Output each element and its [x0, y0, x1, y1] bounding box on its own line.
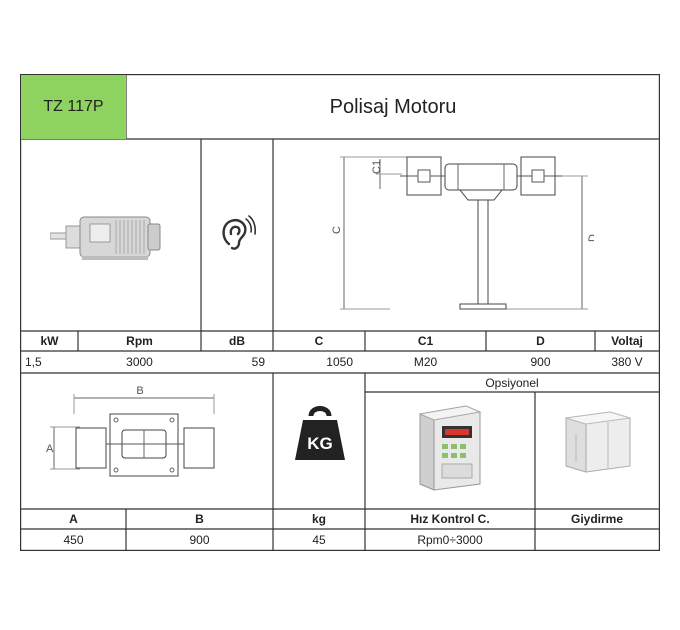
motor-icon: [50, 216, 161, 260]
spec-header-giydirme: Giydirme: [570, 512, 624, 526]
spec-sheet: TZ 117P Polisaj Motoru: [20, 74, 660, 551]
optional-label: Opsiyonel: [485, 375, 539, 390]
enclosure-cabinet-icon: [565, 411, 631, 473]
spec-value-voltaj: 380 V: [611, 355, 643, 369]
weight-icon-label: KG: [307, 434, 333, 453]
spec-header-c1: C1: [417, 334, 434, 348]
dim-label-d: D: [587, 234, 594, 242]
spec-value-kg: 45: [312, 532, 326, 547]
spec-header-b: B: [195, 512, 204, 526]
speed-controller-icon: [418, 405, 482, 491]
spec-header-speed-control: Hız Kontrol C.: [410, 512, 490, 526]
spec-header-voltaj: Voltaj: [611, 334, 643, 348]
model-code: TZ 117P: [21, 75, 126, 139]
dim-label-a: A: [46, 443, 54, 455]
table-grid: [20, 74, 660, 551]
spec-value-kw: 1,5: [25, 355, 42, 369]
spec-value-c1: M20: [413, 355, 438, 369]
dim-label-c: C: [331, 226, 343, 234]
spec-value-b: 900: [189, 532, 210, 547]
ear-icon: [222, 215, 257, 250]
spec-value-d: 900: [530, 355, 551, 369]
spec-header-c: C: [314, 334, 324, 348]
spec-header-d: D: [536, 334, 545, 348]
spec-value-c: 1050: [326, 355, 353, 369]
spec-value-rpm: 3000: [126, 355, 153, 369]
polishing-machine-side-diagram: C C1 D: [331, 156, 594, 310]
spec-header-db: dB: [229, 334, 245, 348]
spec-header-kg: kg: [311, 512, 326, 526]
page-title: Polisaj Motoru: [329, 95, 457, 118]
dim-label-b: B: [136, 385, 143, 397]
spec-header-rpm: Rpm: [126, 334, 153, 348]
spec-value-a: 450: [63, 532, 84, 547]
spec-header-kw: kW: [40, 334, 59, 348]
polishing-machine-top-diagram: B A: [46, 385, 215, 477]
spec-value-speed-control: Rpm0÷3000: [417, 532, 483, 547]
spec-value-db: 59: [251, 355, 265, 369]
weight-icon: KG: [295, 406, 345, 460]
spec-header-a: A: [69, 512, 78, 526]
dim-label-c1: C1: [371, 160, 383, 174]
spec-value-giydirme: [535, 529, 659, 550]
